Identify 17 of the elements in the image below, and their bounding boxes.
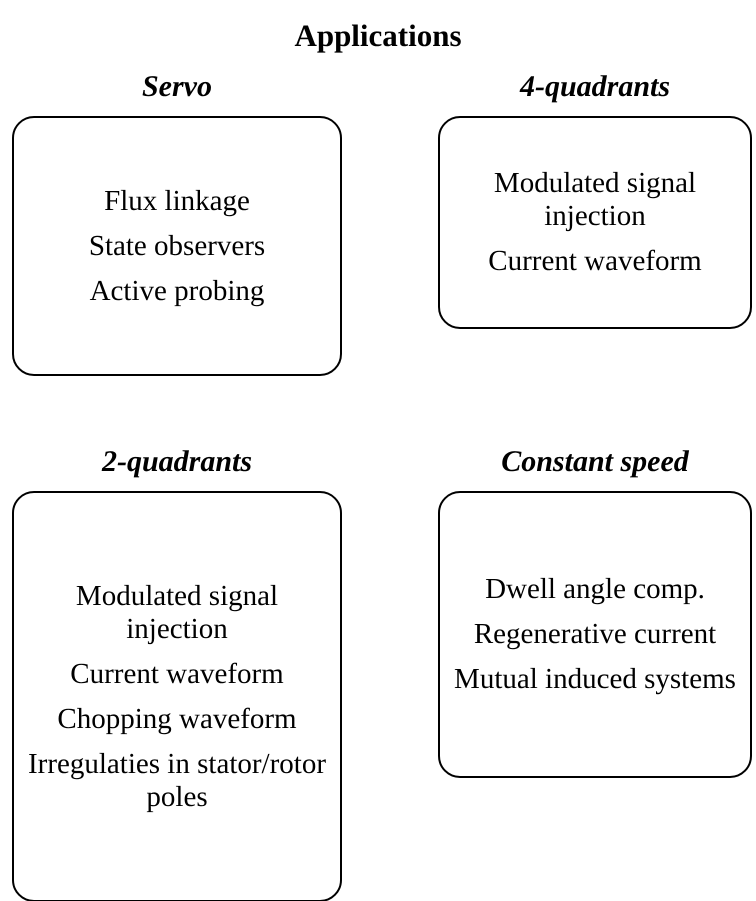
- application-text: Current waveform: [488, 245, 702, 278]
- application-text: Mutual induced systems: [454, 663, 736, 696]
- application-text: Active probing: [90, 274, 264, 308]
- application-text: Regenerative current: [474, 618, 716, 651]
- category-heading: Servo: [141, 70, 213, 104]
- application-text: Modulated signal injection: [492, 167, 698, 233]
- application-text: Irregulaties in stator/rotor poles: [27, 748, 327, 814]
- diagram-title: Applications: [293, 18, 463, 54]
- category-heading: 2-quadrants: [100, 445, 254, 479]
- category-heading: Constant speed: [500, 445, 690, 479]
- application-text: Flux linkage: [104, 184, 250, 218]
- application-text: Dwell angle comp.: [485, 573, 705, 606]
- application-text: State observers: [88, 230, 266, 262]
- application-text: Modulated signal injection: [74, 580, 280, 646]
- application-text: Current waveform: [70, 658, 284, 690]
- category-heading: 4-quadrants: [518, 70, 672, 104]
- application-text: Chopping waveform: [57, 702, 297, 736]
